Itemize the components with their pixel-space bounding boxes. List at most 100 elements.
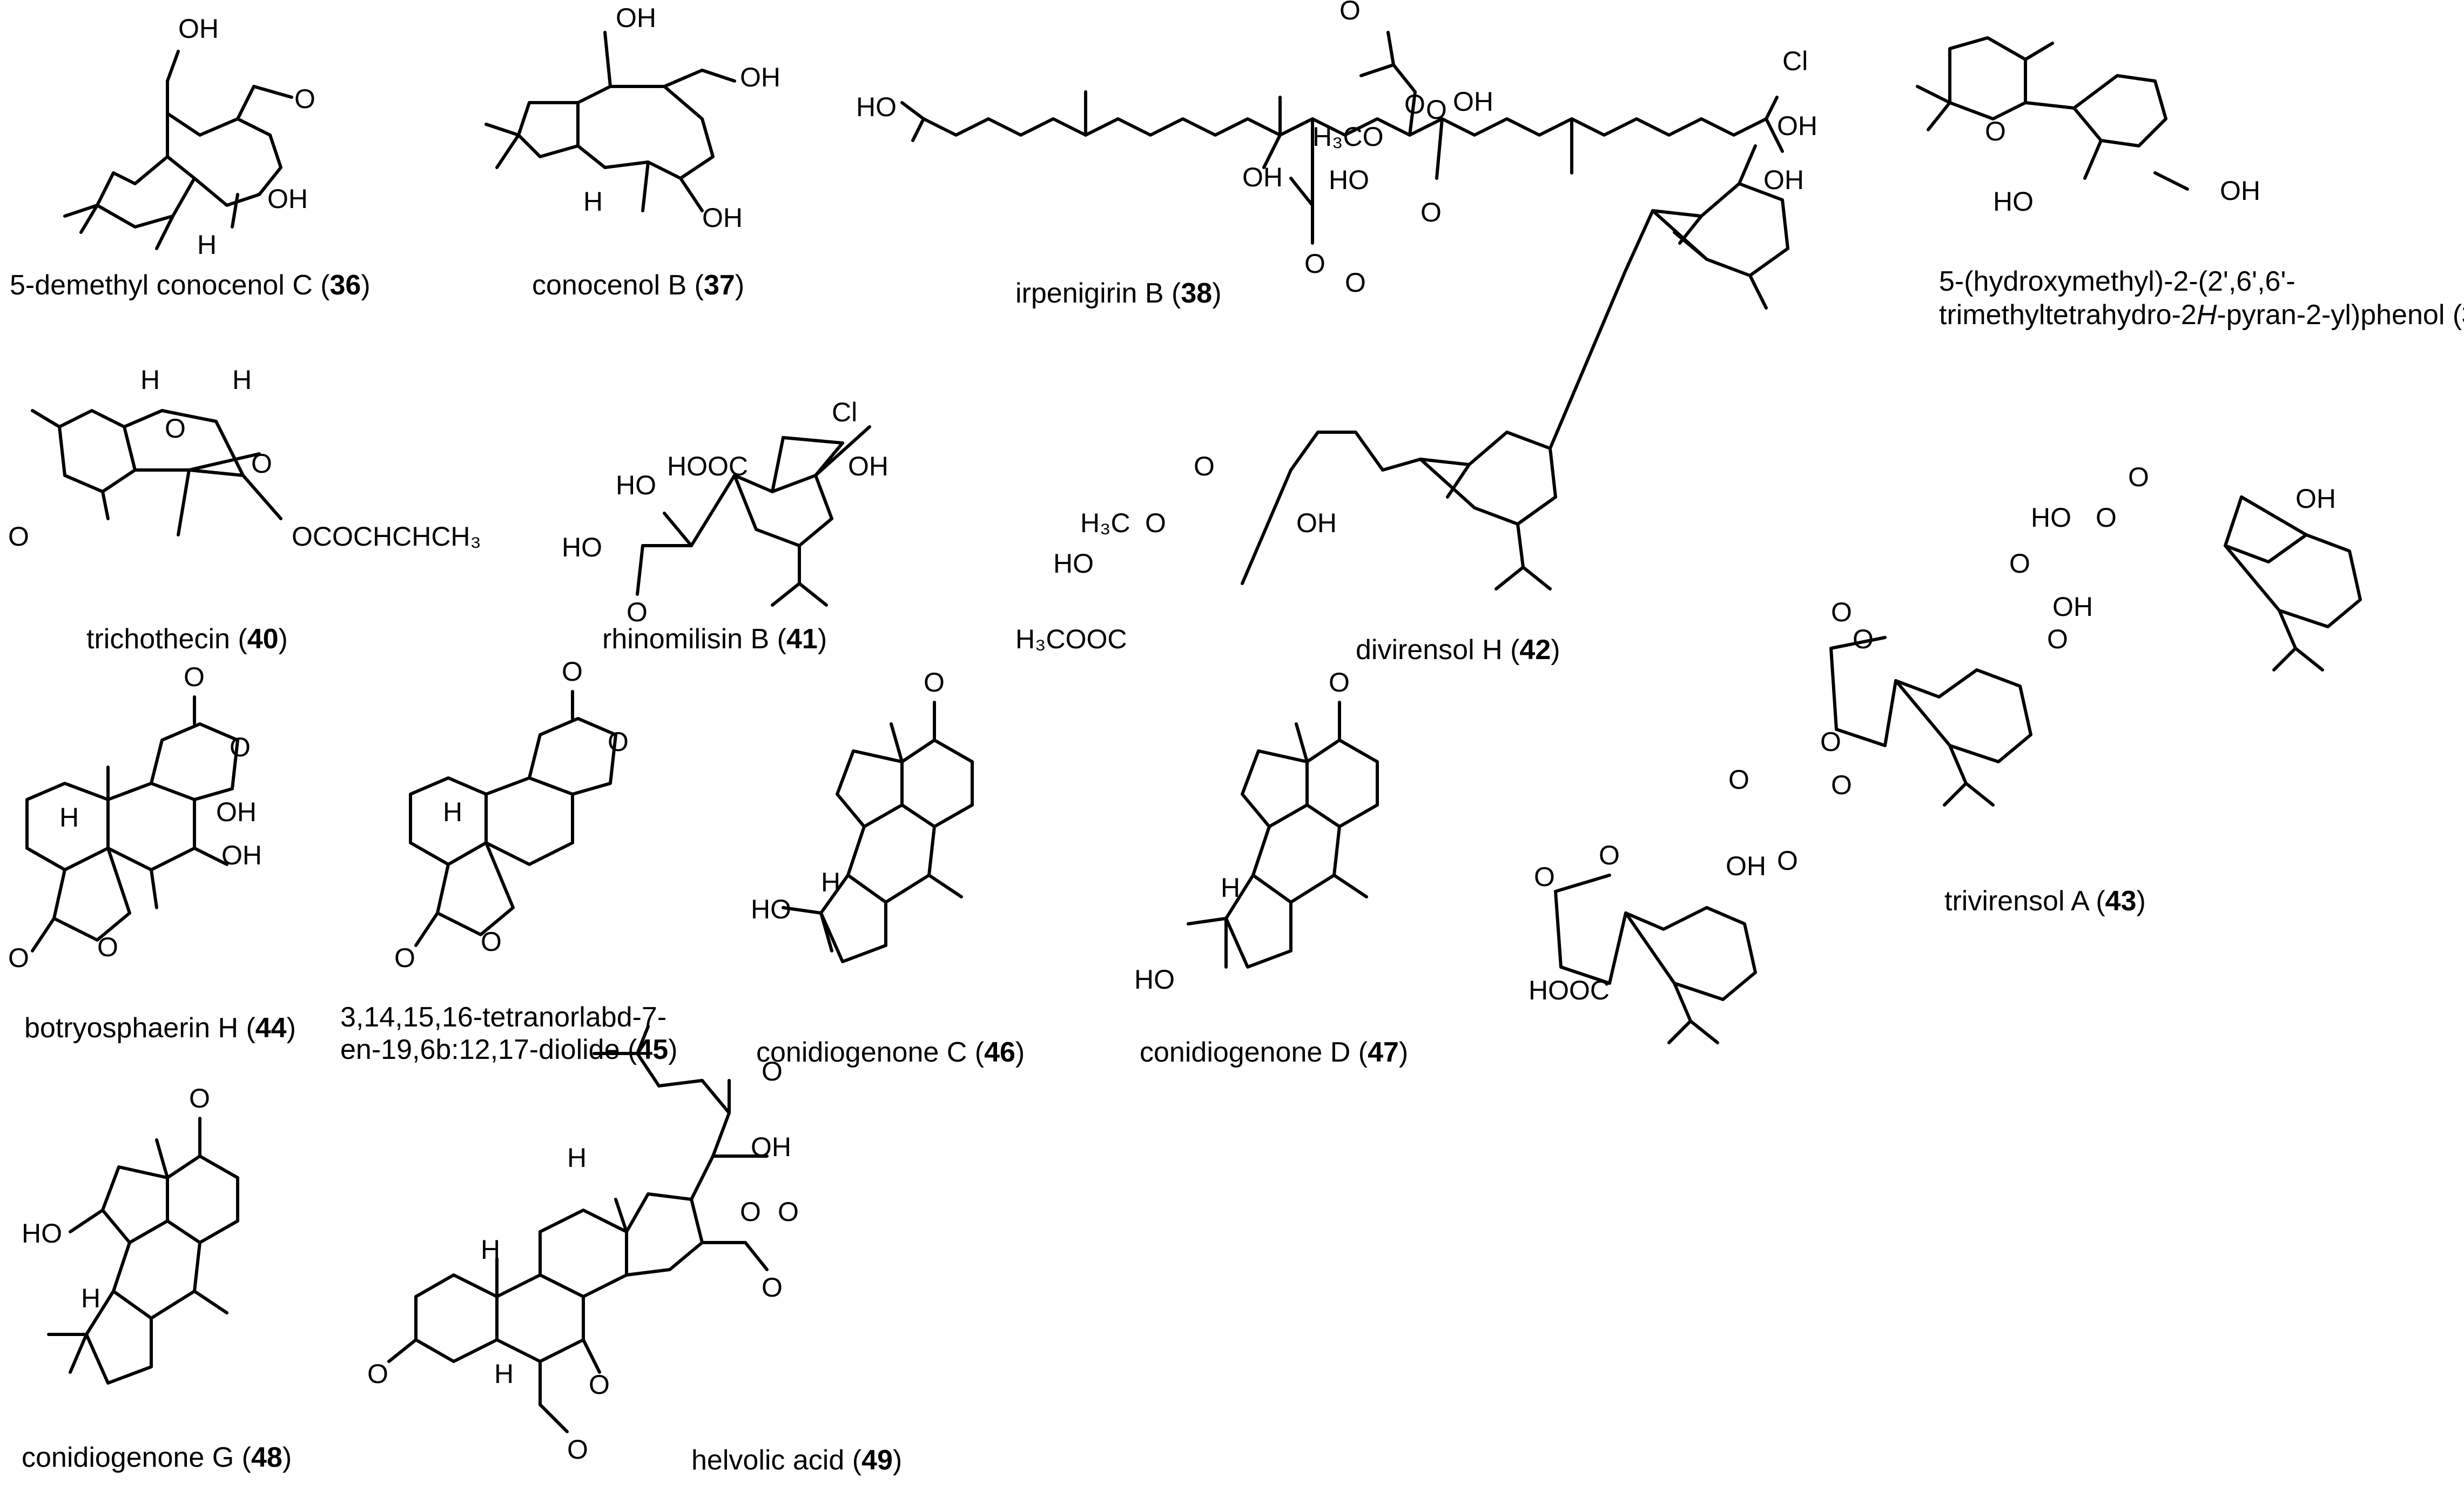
atom-label: OH <box>616 3 656 33</box>
atom-label: O <box>740 1197 761 1227</box>
atom-label: OH <box>1777 111 1817 141</box>
atom-label: HOOC <box>1529 975 1610 1005</box>
atom-label: O <box>1599 840 1620 870</box>
atom-label: HO <box>22 1218 62 1249</box>
atom-label: HO <box>1993 186 2034 217</box>
atom-label: HO <box>1053 548 1094 579</box>
atom-label: H <box>232 365 252 395</box>
structure-43: O OH HO O O OH O O O O O O O OH O O HOOC <box>1529 462 2362 1044</box>
atom-label: O <box>367 1359 388 1389</box>
atom-label: H <box>481 1234 500 1265</box>
atom-label: O <box>762 1056 783 1086</box>
atom-label: HO <box>562 532 602 562</box>
atom-label: H₃COOC <box>1015 624 1127 654</box>
atom-label: H <box>443 797 462 827</box>
atom-label: OH <box>221 840 262 870</box>
atom-label: OH <box>1453 86 1493 117</box>
compound-caption-40: trichothecin (40) <box>86 623 288 655</box>
compound-caption-38: irpenigirin B (38) <box>1015 278 1222 309</box>
atom-label: OH <box>2052 592 2093 622</box>
compound-caption-43: trivirensol A (43) <box>1944 885 2146 917</box>
atom-label: O <box>762 1272 783 1303</box>
atom-label: O <box>1831 770 1852 800</box>
atom-label: OH <box>216 797 257 827</box>
atom-label: HO <box>1329 165 1369 195</box>
atom-label: HOOC <box>667 451 748 481</box>
atom-label: OH <box>1726 851 1766 881</box>
atom-label: H₃CO <box>1312 122 1383 152</box>
structure-42: H₃CO O Cl OH HO O O O H₃C O OH HO H₃COOC <box>1015 46 1817 654</box>
compound-caption-42: divirensol H (42) <box>1356 634 1560 666</box>
atom-label: O <box>8 521 29 552</box>
compound-caption-46: conidiogenone C (46) <box>756 1037 1025 1068</box>
atom-label: O <box>1194 451 1215 481</box>
structure-41: HO HOOC Cl OH HO O <box>562 397 888 627</box>
structure-39: O HO OH <box>1916 36 2260 217</box>
atom-label: O <box>627 597 648 627</box>
compound-caption-49: helvolic acid (49) <box>691 1445 902 1476</box>
atom-label: O <box>562 656 583 687</box>
structure-36: OH O OH H <box>63 14 315 260</box>
atom-label: O <box>1777 845 1798 876</box>
atom-label: Cl <box>832 397 857 427</box>
atom-label: O <box>230 732 251 762</box>
atom-label: O <box>1831 597 1852 627</box>
atom-label: H <box>821 867 840 897</box>
atom-label: HO <box>616 470 656 500</box>
compound-caption-41: rhinomilisin B (41) <box>602 623 827 655</box>
atom-label: OH <box>848 451 888 481</box>
atom-label: O <box>778 1197 799 1227</box>
atom-label: HO <box>2031 502 2071 533</box>
atom-label: O <box>481 927 502 957</box>
atom-label: O <box>1329 667 1350 697</box>
atom-label: O <box>1853 624 1874 654</box>
structure-38: HO O O OH OH O OH <box>856 0 1804 279</box>
structure-46: O H HO <box>751 667 974 963</box>
atom-label: O <box>394 943 415 973</box>
structure-47: O H HO <box>1134 667 1379 995</box>
atom-label: O <box>2128 462 2149 492</box>
atom-label: OH <box>267 184 308 214</box>
atom-label: OH <box>740 62 780 92</box>
atom-label: O <box>165 413 186 444</box>
compound-caption-44: botryosphaerin H (44) <box>24 1012 296 1044</box>
atom-label: OH <box>1242 162 1283 192</box>
atom-label: O <box>2009 548 2030 579</box>
atom-label: H <box>494 1359 514 1389</box>
atom-label: O <box>1345 267 1366 298</box>
atom-label: O <box>184 662 205 692</box>
atom-label: O <box>589 1370 610 1400</box>
atom-label: OH <box>2220 176 2260 206</box>
atom-label: OH <box>751 1132 791 1162</box>
atom-label: O <box>1728 764 1749 795</box>
atom-label: H <box>1221 872 1240 903</box>
atom-label: H <box>583 186 603 217</box>
compound-caption-36: 5-demethyl conocenol C (36) <box>10 270 371 301</box>
compound-caption-39: 5-(hydroxymethyl)-2-(2',6',6'- <box>1939 266 2295 297</box>
atom-label: H <box>59 802 79 833</box>
compound-caption-45-line2: en-19,6b:12,17-diolide (45) <box>340 1034 677 1065</box>
atom-label: O <box>1985 116 2006 146</box>
atom-label: OH <box>1296 508 1337 538</box>
compound-caption-37: conocenol B (37) <box>532 270 744 301</box>
atom-label: OH <box>2295 484 2336 514</box>
atom-label: O <box>251 448 272 479</box>
atom-label: OH <box>1763 165 1804 195</box>
atom-label: O <box>567 1434 588 1465</box>
structure-48: O HO H <box>22 1083 239 1385</box>
atom-label: O <box>1145 508 1166 538</box>
atom-label: OCOCHCHCH₃ <box>292 521 481 552</box>
structure-40: O O O H H OCOCHCHCH₃ <box>8 365 481 552</box>
compound-caption-45: 3,14,15,16-tetranorlabd-7- <box>340 1002 667 1033</box>
atom-label: O <box>294 84 315 114</box>
atom-label: HO <box>1134 964 1175 995</box>
compound-caption-39-line2: trimethyltetrahydro-2H-pyran-2-yl)phenol… <box>1939 299 2464 331</box>
atom-label: O <box>1426 95 1447 125</box>
atom-label: HO <box>751 894 791 924</box>
atom-label: O <box>2047 624 2068 654</box>
atom-label: H <box>567 1143 587 1173</box>
structure-37: OH OH OH H <box>484 3 780 233</box>
atom-label: O <box>2096 502 2117 533</box>
atom-label: OH <box>178 14 219 44</box>
